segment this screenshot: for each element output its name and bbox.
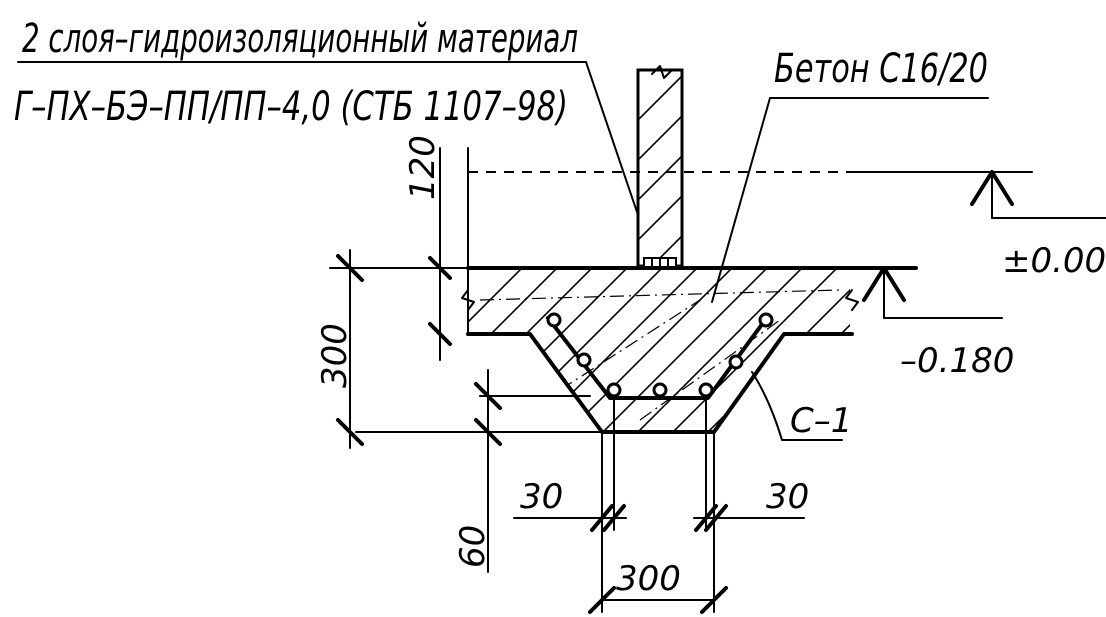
rebar-bar [546,312,562,328]
level-mark-zero-arrow [970,170,1014,206]
level-zero-text: ±0.000 [1002,241,1106,281]
level-mark-slab: –0.180 [862,266,1014,381]
rebar-mark: С–1 [751,371,852,441]
dimension-30-left: 30 [513,477,627,532]
dimension-30-left-text: 30 [520,477,563,517]
rebar-cage [546,312,774,400]
dimension-60-text: 60 [453,525,493,568]
dimension-300-horizontal: 300 [588,559,728,614]
wall [636,65,684,269]
waterproofing-label-line1: 2 слоя–гидроизоляционный материал [22,16,578,62]
dimension-60: 60 [453,369,502,573]
concrete-label-text: Бетон С16/20 [774,46,988,92]
rebar-bar [728,354,744,370]
concrete-leader [711,97,771,303]
rebar-mark-text: С–1 [790,401,852,441]
level-mark-slab-arrow [862,266,906,302]
slab-bottom-line [466,332,854,434]
wall-outline [636,68,684,268]
level-slab-text: –0.180 [900,341,1014,381]
waterproofing-label: 2 слоя–гидроизоляционный материал Г–ПХ–Б… [14,16,655,263]
concrete-label: Бетон С16/20 [711,46,989,303]
dimension-300-vertical-text: 300 [315,323,355,388]
dimension-300-horizontal-text: 300 [616,559,681,599]
dimension-30-right: 30 [693,477,809,532]
dimension-120: 120 [403,135,469,361]
rebar-bar [698,382,714,398]
rebar-bar [758,312,774,328]
slab-section [329,266,918,434]
waterproofing-label-line2: Г–ПХ–БЭ–ПП/ПП–4,0 (СТБ 1107–98) [14,84,568,130]
rebar-mark-leader [751,371,843,441]
slab-break-right [845,289,859,311]
rebar-bar [576,352,592,368]
rebar-bar [606,382,622,398]
level-mark-zero: ±0.000 [970,170,1106,281]
dimension-30-right-text: 30 [766,477,809,517]
rebar-bar [652,382,668,398]
dimension-120-text: 120 [403,135,443,200]
wall-break-mark [651,65,673,79]
dimension-300-vertical: 300 [315,249,364,449]
